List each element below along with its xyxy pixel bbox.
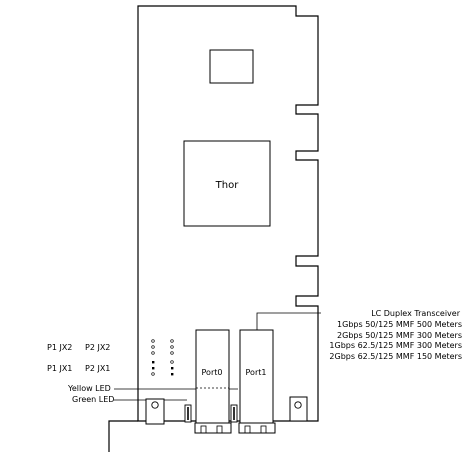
jumper-jx2-dots bbox=[151, 339, 174, 355]
yellow-led-label: Yellow LED bbox=[67, 384, 111, 393]
transceiver-spec-2: 2Gbps 50/125 MMF 300 Meters bbox=[337, 331, 462, 340]
right-screw-icon bbox=[289, 396, 308, 422]
thor-chip-label: Thor bbox=[215, 180, 240, 191]
left-screw-icon bbox=[145, 398, 165, 425]
jumper-jx1-dots bbox=[151, 360, 174, 376]
jumper-label-p1-jx2: P1 JX2 bbox=[47, 343, 72, 352]
port1-transceiver bbox=[238, 329, 276, 434]
port0-label: Port0 bbox=[202, 368, 223, 377]
jumper-label-p1-jx1: P1 JX1 bbox=[47, 364, 72, 373]
port0-transceiver bbox=[194, 329, 232, 434]
transceiver-title: LC Duplex Transceiver bbox=[371, 309, 461, 318]
transceiver-leader bbox=[256, 312, 321, 330]
transceiver-spec-3: 1Gbps 62.5/125 MMF 300 Meters bbox=[329, 341, 462, 350]
small-chip bbox=[209, 49, 254, 84]
jumper-label-p2-jx2: P2 JX2 bbox=[85, 343, 110, 352]
board-outline bbox=[137, 5, 319, 422]
port1-led-icon bbox=[230, 404, 238, 423]
bracket-line bbox=[108, 420, 138, 452]
jumper-label-p2-jx1: P2 JX1 bbox=[85, 364, 110, 373]
transceiver-spec-4: 2Gbps 62.5/125 MMF 150 Meters bbox=[329, 352, 462, 361]
port0-led-icon bbox=[184, 404, 192, 423]
transceiver-spec-1: 1Gbps 50/125 MMF 500 Meters bbox=[337, 320, 462, 329]
thor-chip bbox=[183, 140, 271, 227]
green-led-label: Green LED bbox=[72, 395, 114, 404]
port1-label: Port1 bbox=[246, 368, 267, 377]
